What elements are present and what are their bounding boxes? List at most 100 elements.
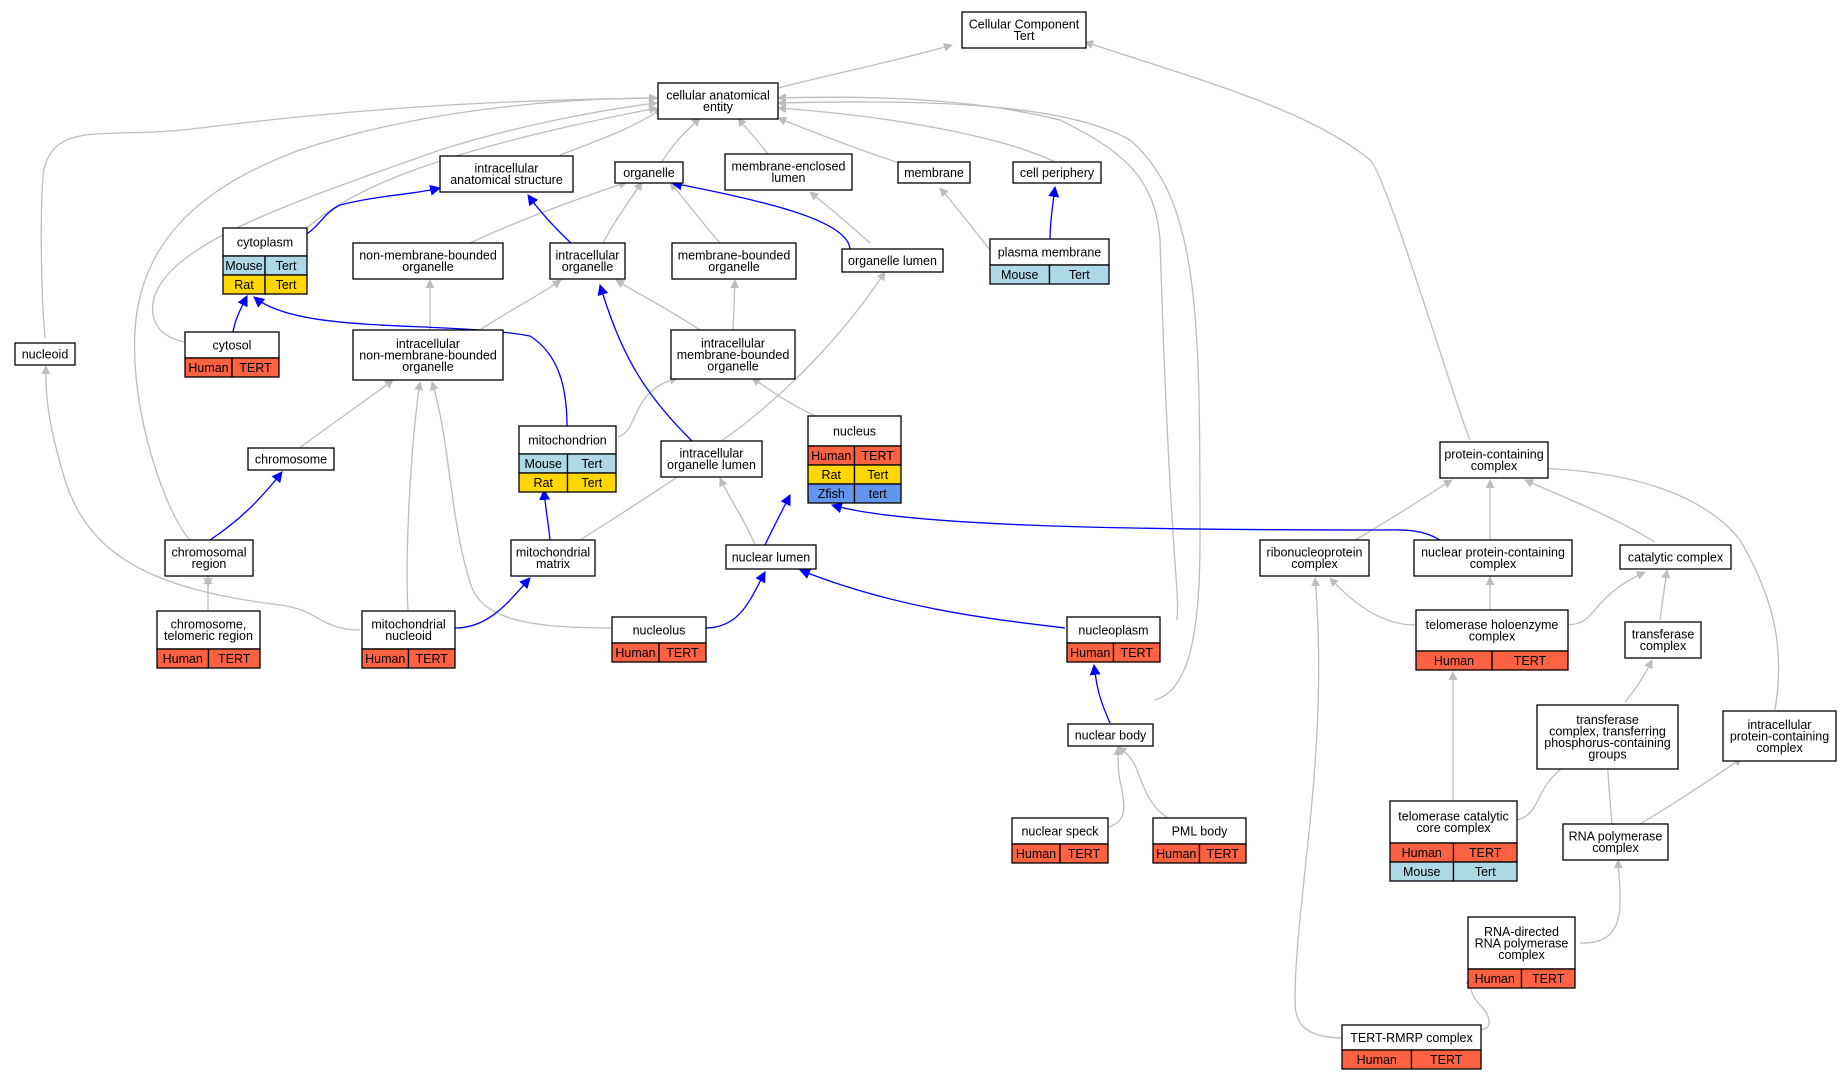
edge-mm-to-iol: [579, 469, 689, 541]
edge-mm-to-mito: [539, 488, 551, 541]
mbo-box: [671, 242, 797, 280]
rnapc-box: [1562, 823, 1669, 861]
node-inmbo[interactable]: intracellularnon-membrane-boundedorganel…: [352, 329, 504, 381]
rmrp-gene-label: TERT: [1430, 1053, 1463, 1067]
edge-nucleoid-to-cae: [40, 93, 658, 339]
mel-label-line: lumen: [771, 171, 805, 185]
edge-mem-to-cae: [777, 116, 906, 166]
edge-chromreg-to-chrom: [209, 471, 283, 541]
cp-label-line: cell periphery: [1020, 166, 1095, 180]
pm-gene-cell: [1048, 264, 1110, 285]
mito-gene-label: Tert: [581, 457, 602, 471]
chromreg-label-line: chromosomal: [171, 546, 246, 560]
node-chrom[interactable]: chromosome: [247, 447, 335, 471]
mem-label-line: membrane: [904, 166, 964, 180]
pml-box: [1152, 817, 1247, 845]
node-nl[interactable]: nuclear lumen: [725, 544, 817, 570]
pcc-label-line: protein-containing: [1444, 448, 1543, 462]
cyto-gene-label: Tert: [276, 259, 297, 273]
edge-ias-to-cae: [559, 107, 663, 156]
rnapc-label-line: complex: [1592, 841, 1639, 855]
node-org[interactable]: organelle: [614, 161, 684, 184]
node-catc[interactable]: catalytic complex: [1619, 544, 1732, 570]
nucleus-species-label: Human: [811, 449, 851, 463]
edge-pm-to-mem: [939, 187, 991, 251]
mbo-label-line: organelle: [708, 260, 759, 274]
edge-npcc-to-nucleus: [830, 502, 1441, 541]
cytosol-label-line: cytosol: [213, 338, 252, 352]
npcc-box: [1413, 539, 1573, 577]
edge-nucleolus-to-inmbo: [430, 381, 613, 629]
mn-box: [361, 610, 456, 650]
tccc-box: [1389, 800, 1518, 844]
tccc-gene-label: Tert: [1475, 865, 1496, 879]
mem-box: [897, 161, 971, 184]
nucleolus-species-label: Human: [615, 646, 655, 660]
node-nucleoid[interactable]: nucleoid: [14, 342, 76, 366]
ctr-gene-cell: [207, 648, 261, 669]
edge-nb-to-np: [1089, 663, 1111, 724]
nl-box: [725, 544, 817, 570]
edge-cytosol-to-cyto: [232, 295, 248, 333]
tcp-label-line: complex, transferring: [1549, 725, 1666, 739]
edge-imbo-to-io: [615, 279, 701, 331]
node-mem[interactable]: membrane: [897, 161, 971, 184]
cytosol-gene-label: TERT: [239, 361, 272, 375]
node-cp[interactable]: cell periphery: [1012, 161, 1102, 184]
edge-rnapc-to-ipcc: [1639, 757, 1743, 825]
edge-mn-to-mm: [454, 577, 531, 629]
mel-label-line: membrane-enclosed: [732, 160, 846, 174]
cae-label-line: entity: [703, 100, 734, 114]
thc-gene-label: TERT: [1514, 654, 1547, 668]
edge-mito-to-imbo: [617, 375, 679, 438]
mn-label-line: mitochondrial: [371, 618, 445, 632]
edge-cae-to-cc: [777, 42, 953, 89]
cp-box: [1012, 161, 1102, 184]
cytosol-gene-cell: [231, 357, 280, 378]
iol-label-line: organelle lumen: [667, 458, 756, 472]
cyto-gene-label: Tert: [276, 278, 297, 292]
rmrp-box: [1341, 1024, 1482, 1051]
np-box: [1066, 616, 1161, 644]
edge-mn-to-nucleoid: [41, 365, 361, 631]
edge-rdrp-to-rnapc: [1579, 859, 1623, 944]
pml-label-line: PML body: [1172, 824, 1229, 838]
node-ol[interactable]: organelle lumen: [841, 248, 944, 273]
edge-inmbo-to-io: [479, 279, 562, 331]
node-nb[interactable]: nuclear body: [1067, 723, 1154, 747]
cae-label-line: cellular anatomical: [666, 89, 770, 103]
